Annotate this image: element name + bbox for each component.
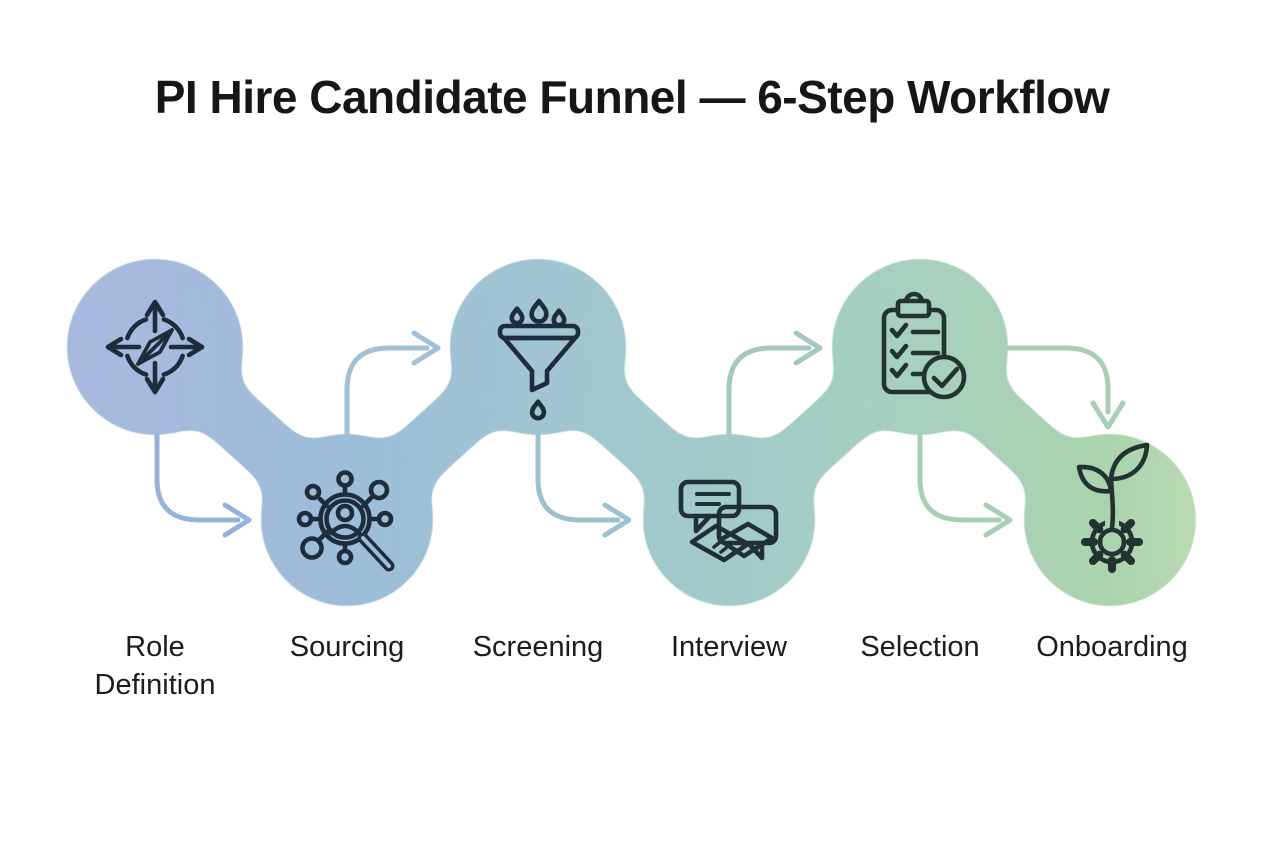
person-shoulders (328, 523, 362, 536)
compass-needle (136, 328, 174, 366)
network-node (336, 548, 354, 566)
handshake-fingers (712, 541, 735, 559)
network-node (304, 483, 322, 501)
compass-arrow-left (105, 336, 142, 358)
drop-small-right (551, 308, 567, 328)
step-label-onboarding: Onboarding (1036, 631, 1188, 663)
flow-arrow-1-2 (154, 433, 252, 538)
step-label-interview: Interview (670, 631, 788, 663)
checklist-check-icon (881, 291, 967, 400)
network-node (300, 536, 324, 560)
network-node (296, 510, 314, 528)
step-circle-selection (832, 259, 1008, 435)
funnel-icon (497, 298, 581, 421)
compass-arrow-right (168, 336, 205, 358)
compass-arrow-down (144, 360, 166, 395)
compass-icon (105, 299, 205, 395)
talent-network-magnifier-icon (296, 470, 395, 572)
step-circle-screening (450, 259, 626, 435)
drop-below (529, 399, 547, 421)
network-spokes (309, 483, 381, 552)
check-row-1 (889, 322, 909, 339)
chat-handshake-icon (678, 479, 779, 563)
gear-sprout-icon (1076, 442, 1150, 573)
clipboard-clip (895, 298, 932, 319)
compass-arrow-up (144, 299, 166, 334)
flow-arrow-4-5 (726, 330, 823, 437)
magnifier-lens-inner (324, 498, 366, 540)
handshake-right-hand (717, 521, 775, 559)
network-node (336, 470, 354, 488)
flow-arrow-5-6-bottom (917, 431, 1013, 538)
sprout-leaf-left (1076, 464, 1114, 494)
flow-arrow-2-3 (344, 330, 441, 437)
step-blob-chain (67, 259, 1196, 606)
step-circle-interview (643, 434, 815, 606)
step-label-role-definition: Role Definition (94, 631, 216, 701)
chat-bubble-text-lines (695, 492, 731, 506)
check-row-3 (889, 362, 909, 379)
checklist-lines (910, 329, 941, 377)
drop-large (529, 298, 549, 324)
step-label-sourcing: Sourcing (289, 631, 405, 663)
flow-arrow-5-6-top (1005, 345, 1126, 430)
page-title: PI Hire Candidate Funnel — 6-Step Workfl… (154, 71, 1110, 123)
drop-small-left (509, 306, 525, 326)
magnifier-handle-inner (361, 536, 391, 568)
flow-arrow-3-4 (535, 431, 632, 538)
person-head (335, 503, 355, 523)
funnel-cone (501, 335, 578, 393)
check-row-2 (889, 343, 909, 360)
step-label-screening: Screening (472, 631, 604, 663)
chat-bubble-left-tail (693, 513, 713, 534)
sprout-leaf-right (1108, 442, 1150, 482)
handshake-left-hand (689, 523, 751, 563)
check-circle-mark (931, 366, 960, 389)
network-node (368, 479, 390, 501)
network-node (376, 510, 394, 528)
step-label-selection: Selection (860, 631, 980, 663)
check-circle (921, 354, 967, 400)
